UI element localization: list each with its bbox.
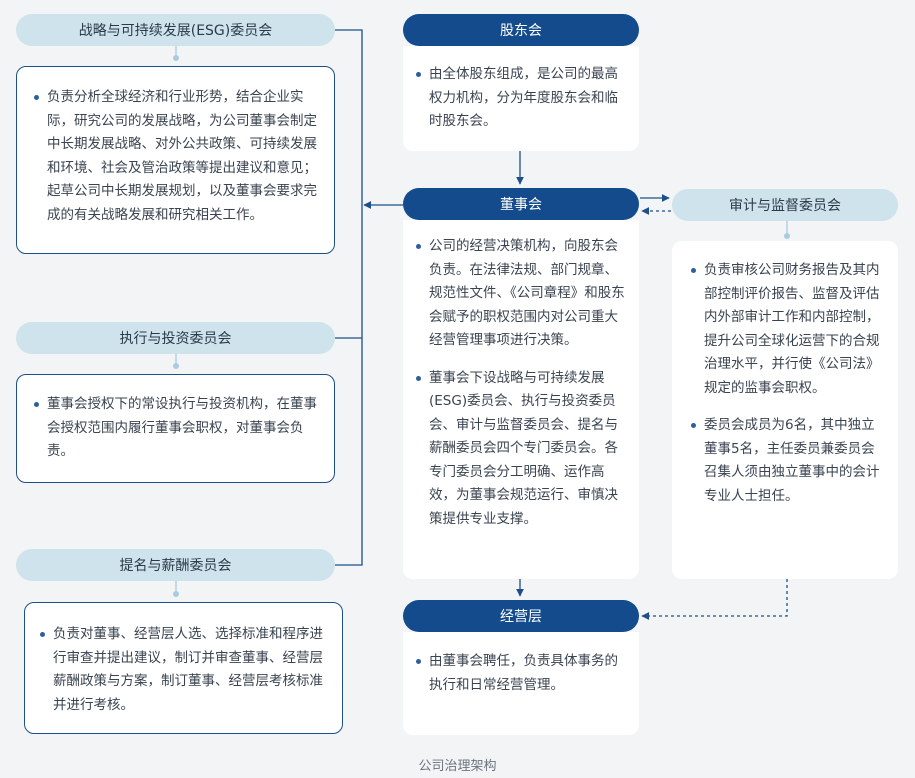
audit-to-management-arrow [641, 579, 788, 620]
board-card: 公司的经营决策机构，向股东会负责。在法律法规、部门规章、规范性文件、《公司章程》… [403, 220, 639, 579]
diagram-caption: 公司治理架构 [418, 759, 497, 774]
strategy-title-dot [173, 55, 179, 61]
management-item: 由董事会聘任，负责具体事务的执行和日常经营管理。 [415, 650, 627, 697]
strategy-committee-item: 负责分析全球经济和行业形势，结合企业实际，研究公司的发展战略，为公司董事会制定中… [33, 86, 322, 227]
strategy-committee-title: 战略与可持续发展(ESG)委员会 [16, 14, 335, 46]
strategy-committee-card: 负责分析全球经济和行业形势，结合企业实际，研究公司的发展战略，为公司董事会制定中… [16, 66, 335, 254]
shareholders-meeting-card: 由全体股东组成，是公司的最高权力机构，分为年度股东会和临时股东会。 [403, 46, 639, 151]
management-title: 经营层 [403, 600, 639, 632]
audit-committee-card: 负责审核公司财务报告及其内部控制评价报告、监督及评估内外部审计工作和内部控制，提… [672, 241, 898, 579]
audit-committee-item-2: 委员会成员为6名，其中独立董事5名，主任委员兼委员会召集人须由独立董事中的会计专… [690, 414, 886, 508]
shareholders-meeting-item: 由全体股东组成，是公司的最高权力机构，分为年度股东会和临时股东会。 [415, 63, 625, 134]
execution-committee-item: 董事会授权下的常设执行与投资机构，在董事会授权范围内履行董事会职权，对董事会负责… [33, 393, 322, 464]
board-item-1: 公司的经营决策机构，向股东会负责。在法律法规、部门规章、规范性文件、《公司章程》… [415, 235, 627, 353]
board-item-2: 董事会下设战略与可持续发展(ESG)委员会、执行与投资委员会、审计与监督委员会、… [415, 367, 627, 532]
management-card: 由董事会聘任，负责具体事务的执行和日常经营管理。 [403, 632, 639, 735]
board-title: 董事会 [403, 188, 639, 220]
audit-committee-title: 审计与监督委员会 [672, 189, 898, 221]
shareholders-meeting-title: 股东会 [403, 14, 639, 46]
nomination-title-dot [173, 591, 179, 597]
nomination-committee-card: 负责对董事、经营层人选、选择标准和程序进行审查并提出建议，制订并审查董事、经营层… [24, 602, 343, 734]
audit-committee-item-1: 负责审核公司财务报告及其内部控制评价报告、监督及评估内外部审计工作和内部控制，提… [690, 259, 886, 400]
execution-title-dot [173, 363, 179, 369]
strategy-connector [335, 29, 363, 566]
nomination-committee-title: 提名与薪酬委员会 [16, 549, 335, 581]
audit-title-dot [784, 233, 790, 239]
nomination-committee-item: 负责对董事、经营层人选、选择标准和程序进行审查并提出建议，制订并审查董事、经营层… [39, 623, 330, 717]
execution-committee-card: 董事会授权下的常设执行与投资机构，在董事会授权范围内履行董事会职权，对董事会负责… [16, 374, 335, 483]
execution-committee-title: 执行与投资委员会 [16, 322, 335, 354]
